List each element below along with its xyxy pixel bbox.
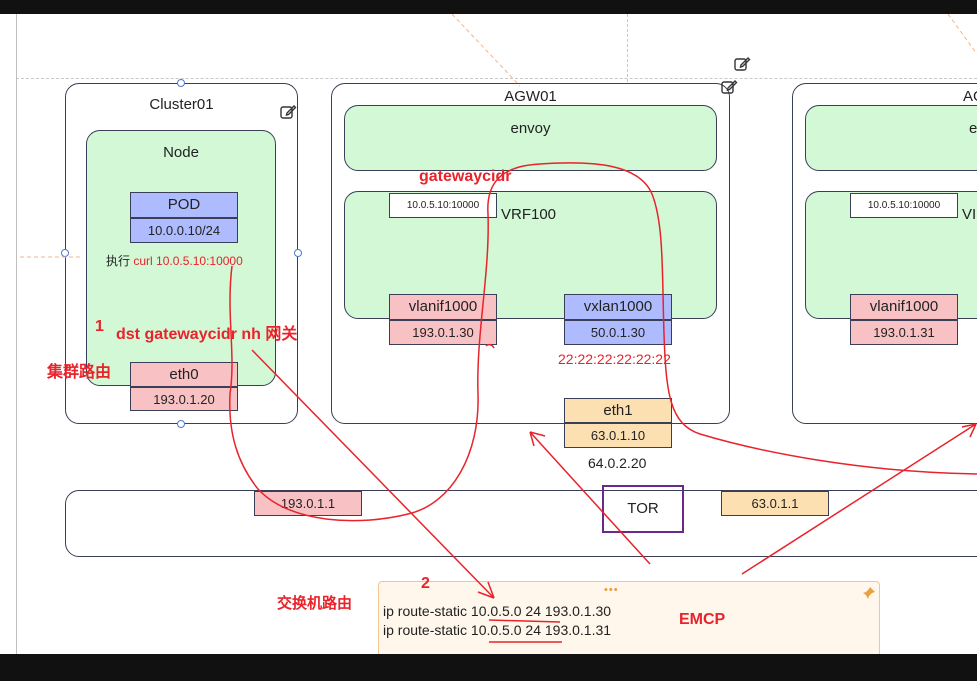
left-ruler — [16, 14, 17, 654]
pod-ip: 10.0.0.10/24 — [130, 218, 238, 243]
envoy-label: envoy — [510, 120, 551, 137]
tor-left-ip: 193.0.1.1 — [254, 491, 362, 516]
selection-handle[interactable] — [177, 79, 185, 87]
tor-label[interactable]: TOR — [602, 485, 684, 533]
switch-route-annotation: 交换机路由 — [277, 595, 353, 612]
step2-number: 2 — [421, 575, 430, 592]
vrf-label: VRF100 — [501, 206, 557, 223]
eth1-extra-ip: 64.0.2.20 — [588, 455, 647, 471]
vlanif-ip: 193.0.1.30 — [389, 320, 497, 345]
exec-command: curl 10.0.5.10:10000 — [133, 254, 243, 268]
selection-handle[interactable] — [294, 249, 302, 257]
vlanif-label: vlanif1000 — [389, 294, 497, 320]
eth0-ip: 193.0.1.20 — [130, 387, 238, 411]
eth1-ip: 63.0.1.10 — [564, 423, 672, 448]
vxlan-ip: 50.0.1.30 — [564, 320, 672, 345]
eth0-label: eth0 — [130, 362, 238, 387]
edit-icon[interactable] — [720, 78, 738, 96]
eth1-label: eth1 — [564, 398, 672, 423]
vrf-tag: 10.0.5.10:10000 — [389, 193, 497, 218]
selection-handle[interactable] — [177, 420, 185, 428]
gatewaycidr-annotation: gatewaycidr — [419, 168, 512, 185]
node-title: Node — [163, 144, 199, 161]
cluster-title: Cluster01 — [149, 96, 214, 113]
envoy-box[interactable] — [344, 105, 717, 171]
pod-label: POD — [130, 192, 238, 218]
exec-prefix: 执行 — [106, 254, 131, 268]
diagram-canvas: Cluster01 Node POD 10.0.0.10/24 执行 curl … — [0, 14, 977, 654]
vxlan-label: vxlan1000 — [564, 294, 672, 320]
selection-handle[interactable] — [61, 249, 69, 257]
cluster-route-annotation: 集群路由 — [47, 364, 112, 381]
pin-icon[interactable] — [862, 586, 876, 600]
note-menu-dots[interactable]: ••• — [604, 584, 619, 596]
note-line-2: ip route-static 10.0.5.0 24 193.0.1.31 — [383, 622, 612, 638]
tor-right-ip: 63.0.1.1 — [721, 491, 829, 516]
agw02-envoy-box[interactable] — [805, 105, 977, 171]
agw02-title: AG — [963, 88, 977, 105]
agw01-title: AGW01 — [504, 88, 557, 105]
emcp-annotation: EMCP — [679, 611, 726, 628]
mac-address: 22:22:22:22:22:22 — [558, 351, 671, 367]
agw02-vrf-tag: 10.0.5.10:10000 — [850, 193, 958, 218]
step1-number: 1 — [95, 318, 104, 335]
agw02-vrf-label: VI — [962, 206, 977, 223]
agw02-vlanif-label: vlanif1000 — [850, 294, 958, 320]
edit-icon[interactable] — [279, 103, 297, 121]
agw02-vlanif-ip: 193.0.1.31 — [850, 320, 958, 345]
step1-annotation: dst gatewaycidr nh 网关 — [116, 326, 298, 343]
exec-line: 执行 curl 10.0.5.10:10000 — [106, 252, 243, 269]
tor-box[interactable] — [65, 490, 977, 557]
agw02-envoy-label: e — [969, 120, 977, 137]
guide-line — [627, 14, 628, 82]
guide-line — [16, 78, 977, 79]
note-line-1: ip route-static 10.0.5.0 24 193.0.1.30 — [383, 603, 612, 619]
edit-icon[interactable] — [733, 55, 751, 73]
